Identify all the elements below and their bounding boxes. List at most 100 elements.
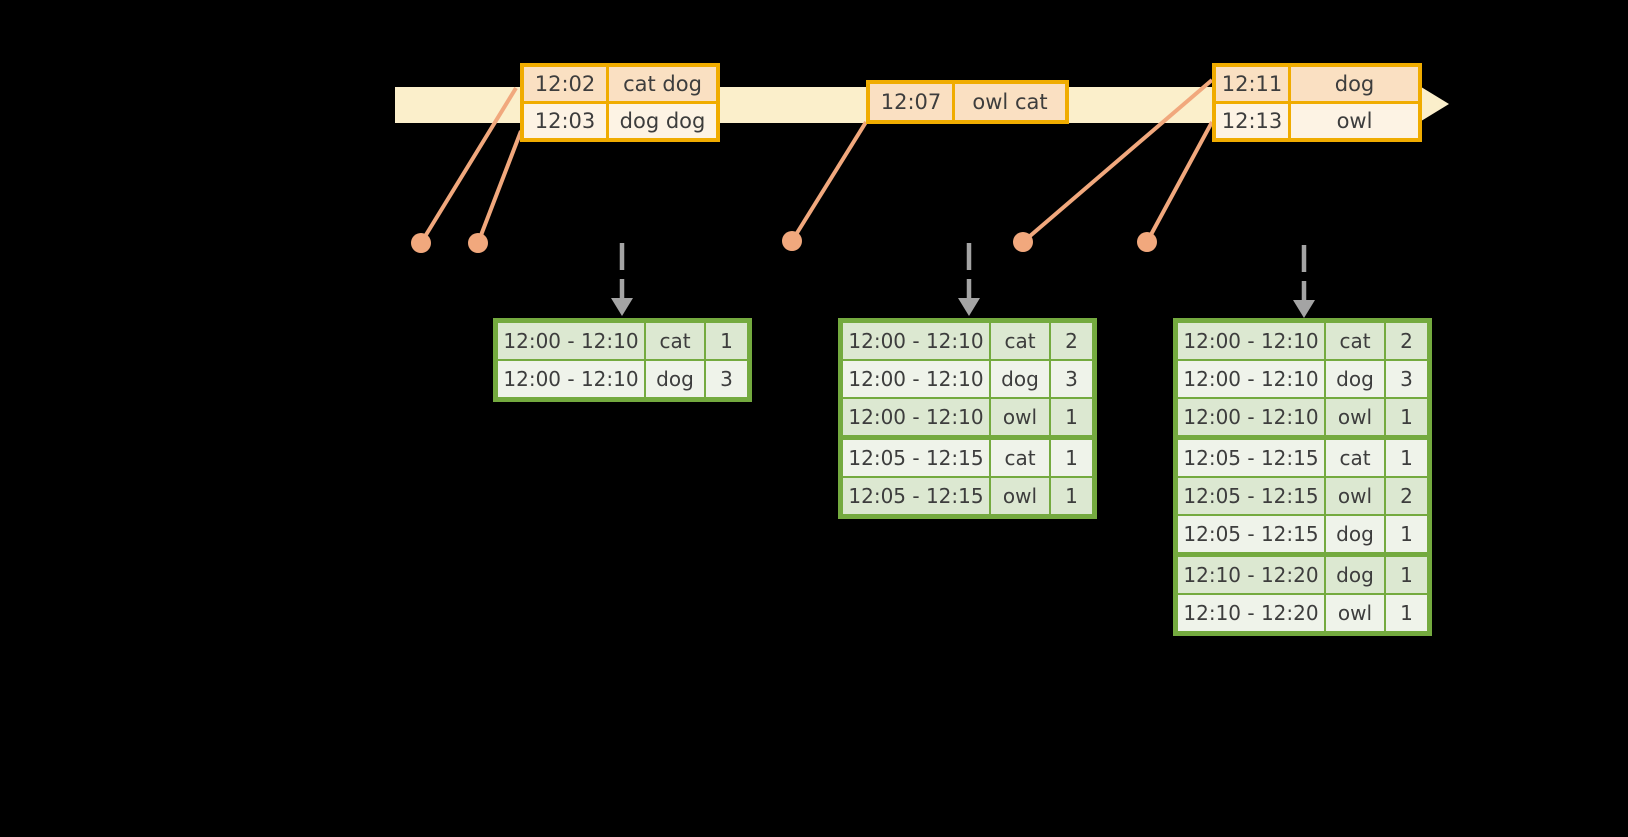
event-dots [411,231,1157,253]
event-dot-icon [1137,232,1157,252]
word-cell: owl [1326,595,1384,631]
count-cell: 1 [1386,557,1427,593]
event-dot-icon [411,233,431,253]
table-row: 12:05 - 12:15 owl 2 [1178,478,1427,514]
word-cell: cat [991,323,1049,359]
word-cell: cat [1326,323,1384,359]
event-time: 12:11 [1216,67,1288,101]
window-cell: 12:05 - 12:15 [843,440,989,476]
result-table-1: 12:00 - 12:10 cat 1 12:00 - 12:10 dog 3 [493,318,752,402]
table-row: 12:05 - 12:15 owl 1 [843,478,1092,514]
count-cell: 1 [1051,399,1092,435]
event-time: 12:03 [524,104,606,138]
late-data-line [1145,121,1214,243]
late-data-lines [419,78,1214,245]
word-cell: owl [1326,478,1384,514]
word-cell: owl [991,478,1049,514]
count-cell: 1 [706,323,747,359]
count-cell: 2 [1386,478,1427,514]
trigger-arrows [619,243,1307,303]
count-cell: 1 [1386,595,1427,631]
table-row: 12:05 - 12:15 cat 1 [1178,440,1427,476]
count-cell: 3 [1386,361,1427,397]
word-cell: owl [991,399,1049,435]
table-row: 12:00 - 12:10 dog 3 [843,361,1092,397]
trigger-arrowhead-icon [611,298,633,316]
word-cell: owl [1326,399,1384,435]
window-cell: 12:00 - 12:10 [1178,361,1324,397]
table-row: 12:05 - 12:15 dog 1 [1178,516,1427,552]
event-words: dog dog [609,104,716,138]
count-cell: 1 [1386,440,1427,476]
table-row: 12:00 - 12:10 cat 2 [843,323,1092,359]
event-words: owl [1291,104,1418,138]
word-cell: dog [991,361,1049,397]
window-group: 12:05 - 12:15 cat 1 12:05 - 12:15 owl 1 [843,440,1092,514]
event-time: 12:02 [524,67,606,101]
window-cell: 12:10 - 12:20 [1178,557,1324,593]
trigger-arrowheads [611,298,1315,318]
window-cell: 12:00 - 12:10 [843,399,989,435]
late-data-line [419,86,518,245]
window-cell: 12:00 - 12:10 [843,323,989,359]
late-data-line [476,130,523,244]
count-cell: 3 [706,361,747,397]
count-cell: 1 [1051,440,1092,476]
event-table-3: 12:11 dog 12:13 owl [1212,63,1422,142]
event-dot-icon [1013,232,1033,252]
window-group: 12:05 - 12:15 cat 1 12:05 - 12:15 owl 2 … [1178,440,1427,552]
word-cell: dog [1326,516,1384,552]
word-cell: dog [1326,557,1384,593]
window-cell: 12:05 - 12:15 [1178,440,1324,476]
window-group: 12:10 - 12:20 dog 1 12:10 - 12:20 owl 1 [1178,557,1427,631]
event-time: 12:13 [1216,104,1288,138]
window-group: 12:00 - 12:10 cat 2 12:00 - 12:10 dog 3 … [843,323,1092,435]
event-table-1: 12:02 cat dog 12:03 dog dog [520,63,720,142]
count-cell: 1 [1051,478,1092,514]
result-table-3: 12:00 - 12:10 cat 2 12:00 - 12:10 dog 3 … [1173,318,1432,636]
count-cell: 3 [1051,361,1092,397]
table-row: 12:00 - 12:10 cat 1 [498,323,747,359]
window-cell: 12:00 - 12:10 [498,323,644,359]
late-data-line [790,120,868,243]
table-row: 12:05 - 12:15 cat 1 [843,440,1092,476]
count-cell: 1 [1386,399,1427,435]
window-cell: 12:00 - 12:10 [498,361,644,397]
window-group: 12:00 - 12:10 cat 1 12:00 - 12:10 dog 3 [498,323,747,397]
word-cell: dog [1326,361,1384,397]
window-cell: 12:00 - 12:10 [1178,323,1324,359]
table-row: 12:00 - 12:10 owl 1 [843,399,1092,435]
window-cell: 12:05 - 12:15 [1178,478,1324,514]
event-dot-icon [782,231,802,251]
trigger-arrowhead-icon [1293,300,1315,318]
table-row: 12:00 - 12:10 cat 2 [1178,323,1427,359]
event-words: cat dog [609,67,716,101]
window-cell: 12:00 - 12:10 [843,361,989,397]
window-cell: 12:00 - 12:10 [1178,399,1324,435]
table-row: 12:10 - 12:20 owl 1 [1178,595,1427,631]
word-cell: dog [646,361,704,397]
table-row: 12:10 - 12:20 dog 1 [1178,557,1427,593]
count-cell: 1 [1386,516,1427,552]
event-time: 12:07 [870,84,952,120]
event-dot-icon [468,233,488,253]
event-words: dog [1291,67,1418,101]
window-cell: 12:05 - 12:15 [1178,516,1324,552]
event-words: owl cat [955,84,1065,120]
table-row: 12:00 - 12:10 owl 1 [1178,399,1427,435]
window-cell: 12:10 - 12:20 [1178,595,1324,631]
count-cell: 2 [1386,323,1427,359]
table-row: 12:00 - 12:10 dog 3 [498,361,747,397]
late-data-line [1021,78,1214,244]
trigger-arrowhead-icon [958,298,980,316]
word-cell: cat [646,323,704,359]
word-cell: cat [991,440,1049,476]
word-cell: cat [1326,440,1384,476]
result-table-2: 12:00 - 12:10 cat 2 12:00 - 12:10 dog 3 … [838,318,1097,519]
window-group: 12:00 - 12:10 cat 2 12:00 - 12:10 dog 3 … [1178,323,1427,435]
table-row: 12:00 - 12:10 dog 3 [1178,361,1427,397]
window-cell: 12:05 - 12:15 [843,478,989,514]
count-cell: 2 [1051,323,1092,359]
